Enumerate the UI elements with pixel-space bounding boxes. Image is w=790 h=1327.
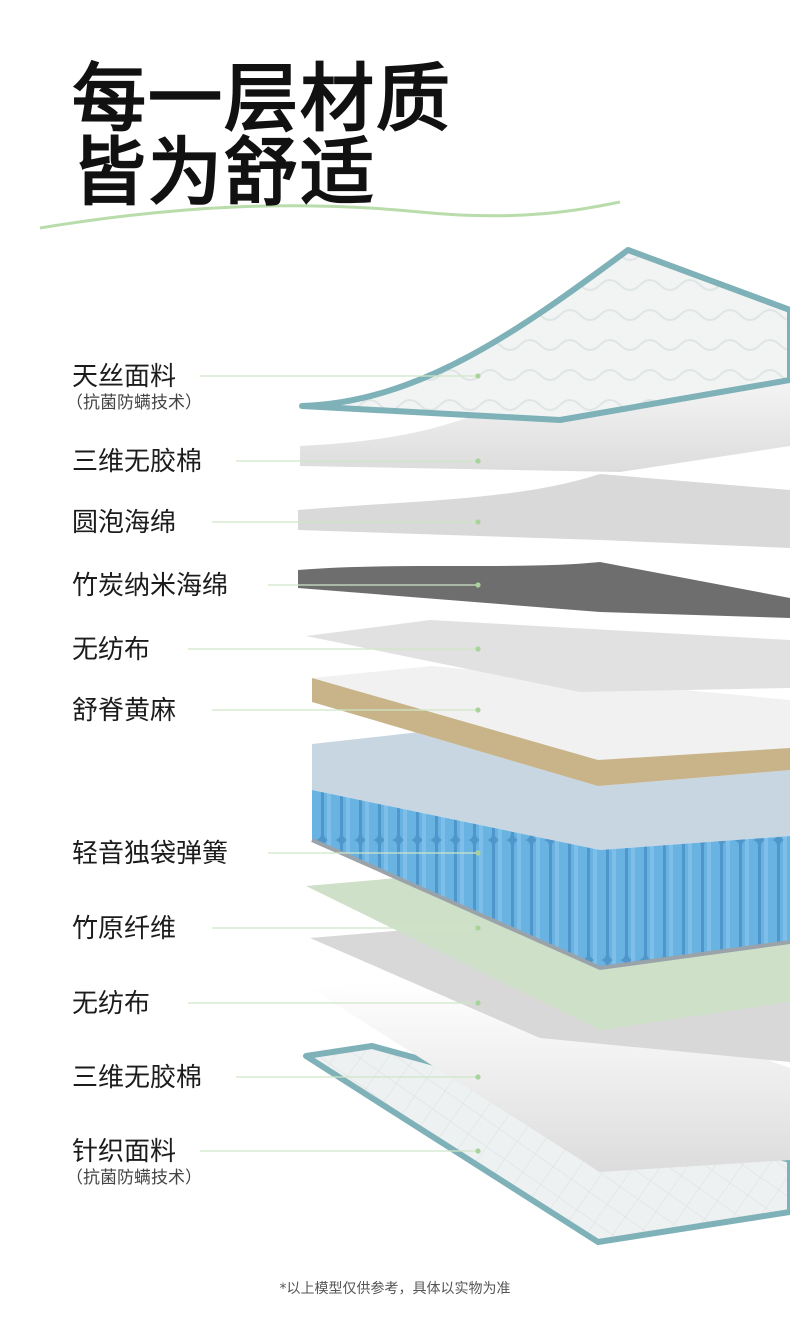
pocket-spring-block — [311, 732, 790, 971]
layer-label-pocket-spring: 轻音独袋弹簧 — [72, 839, 228, 869]
leader-dots — [475, 373, 481, 1154]
layer-label-bubble-foam: 圆泡海绵 — [72, 508, 176, 538]
layer-label-bamboo-fiber: 竹原纤维 — [72, 914, 176, 944]
bubble-foam-layer — [298, 474, 790, 548]
layer-name: 无纺布 — [72, 635, 151, 665]
layer-name: 轻音独袋弹簧 — [72, 839, 229, 869]
nonwoven-layer-top — [306, 620, 790, 692]
title-line-2: 皆为舒适 — [72, 130, 376, 216]
jute-layer — [312, 666, 790, 786]
layer-label-3d-cotton-top: 三维无胶棉 — [72, 447, 202, 477]
layer-label-nonwoven-top: 无纺布 — [72, 635, 150, 665]
layer-name: 舒脊黄麻 — [72, 696, 177, 726]
layer-label-charcoal-foam: 竹炭纳米海绵 — [72, 571, 228, 601]
layer-name: 无纺布 — [72, 989, 151, 1019]
title-line-1: 每一层材质 — [72, 56, 452, 142]
layer-name: 三维无胶棉 — [72, 1063, 203, 1093]
layer-name: 竹原纤维 — [72, 914, 177, 944]
title-wave-decoration — [39, 200, 621, 230]
layer-name: 天丝面料 — [72, 362, 177, 392]
layer-note: （抗菌防螨技术） — [66, 393, 202, 413]
layer-label-3d-cotton-bottom: 三维无胶棉 — [72, 1063, 202, 1093]
knit-fabric-layer — [303, 1043, 790, 1245]
layer-label-nonwoven-bottom: 无纺布 — [72, 989, 150, 1019]
layer-name: 圆泡海绵 — [72, 508, 177, 538]
charcoal-foam-layer — [298, 562, 790, 618]
layer-name: 竹炭纳米海绵 — [72, 571, 229, 601]
layer-label-tencel: 天丝面料 （抗菌防螨技术） — [66, 362, 202, 414]
leader-lines — [188, 375, 478, 1152]
disclaimer-footnote: *以上模型仅供参考，具体以实物为准 — [279, 1281, 511, 1297]
layer-label-jute: 舒脊黄麻 — [72, 696, 176, 726]
layer-name: 三维无胶棉 — [72, 447, 203, 477]
layer-label-knit-fabric: 针织面料 （抗菌防螨技术） — [66, 1137, 202, 1189]
layer-name: 针织面料 — [72, 1137, 177, 1167]
layer-note: （抗菌防螨技术） — [66, 1168, 202, 1188]
page-title: 每一层材质 皆为舒适 — [72, 62, 452, 210]
tencel-fabric-layer — [299, 247, 790, 423]
